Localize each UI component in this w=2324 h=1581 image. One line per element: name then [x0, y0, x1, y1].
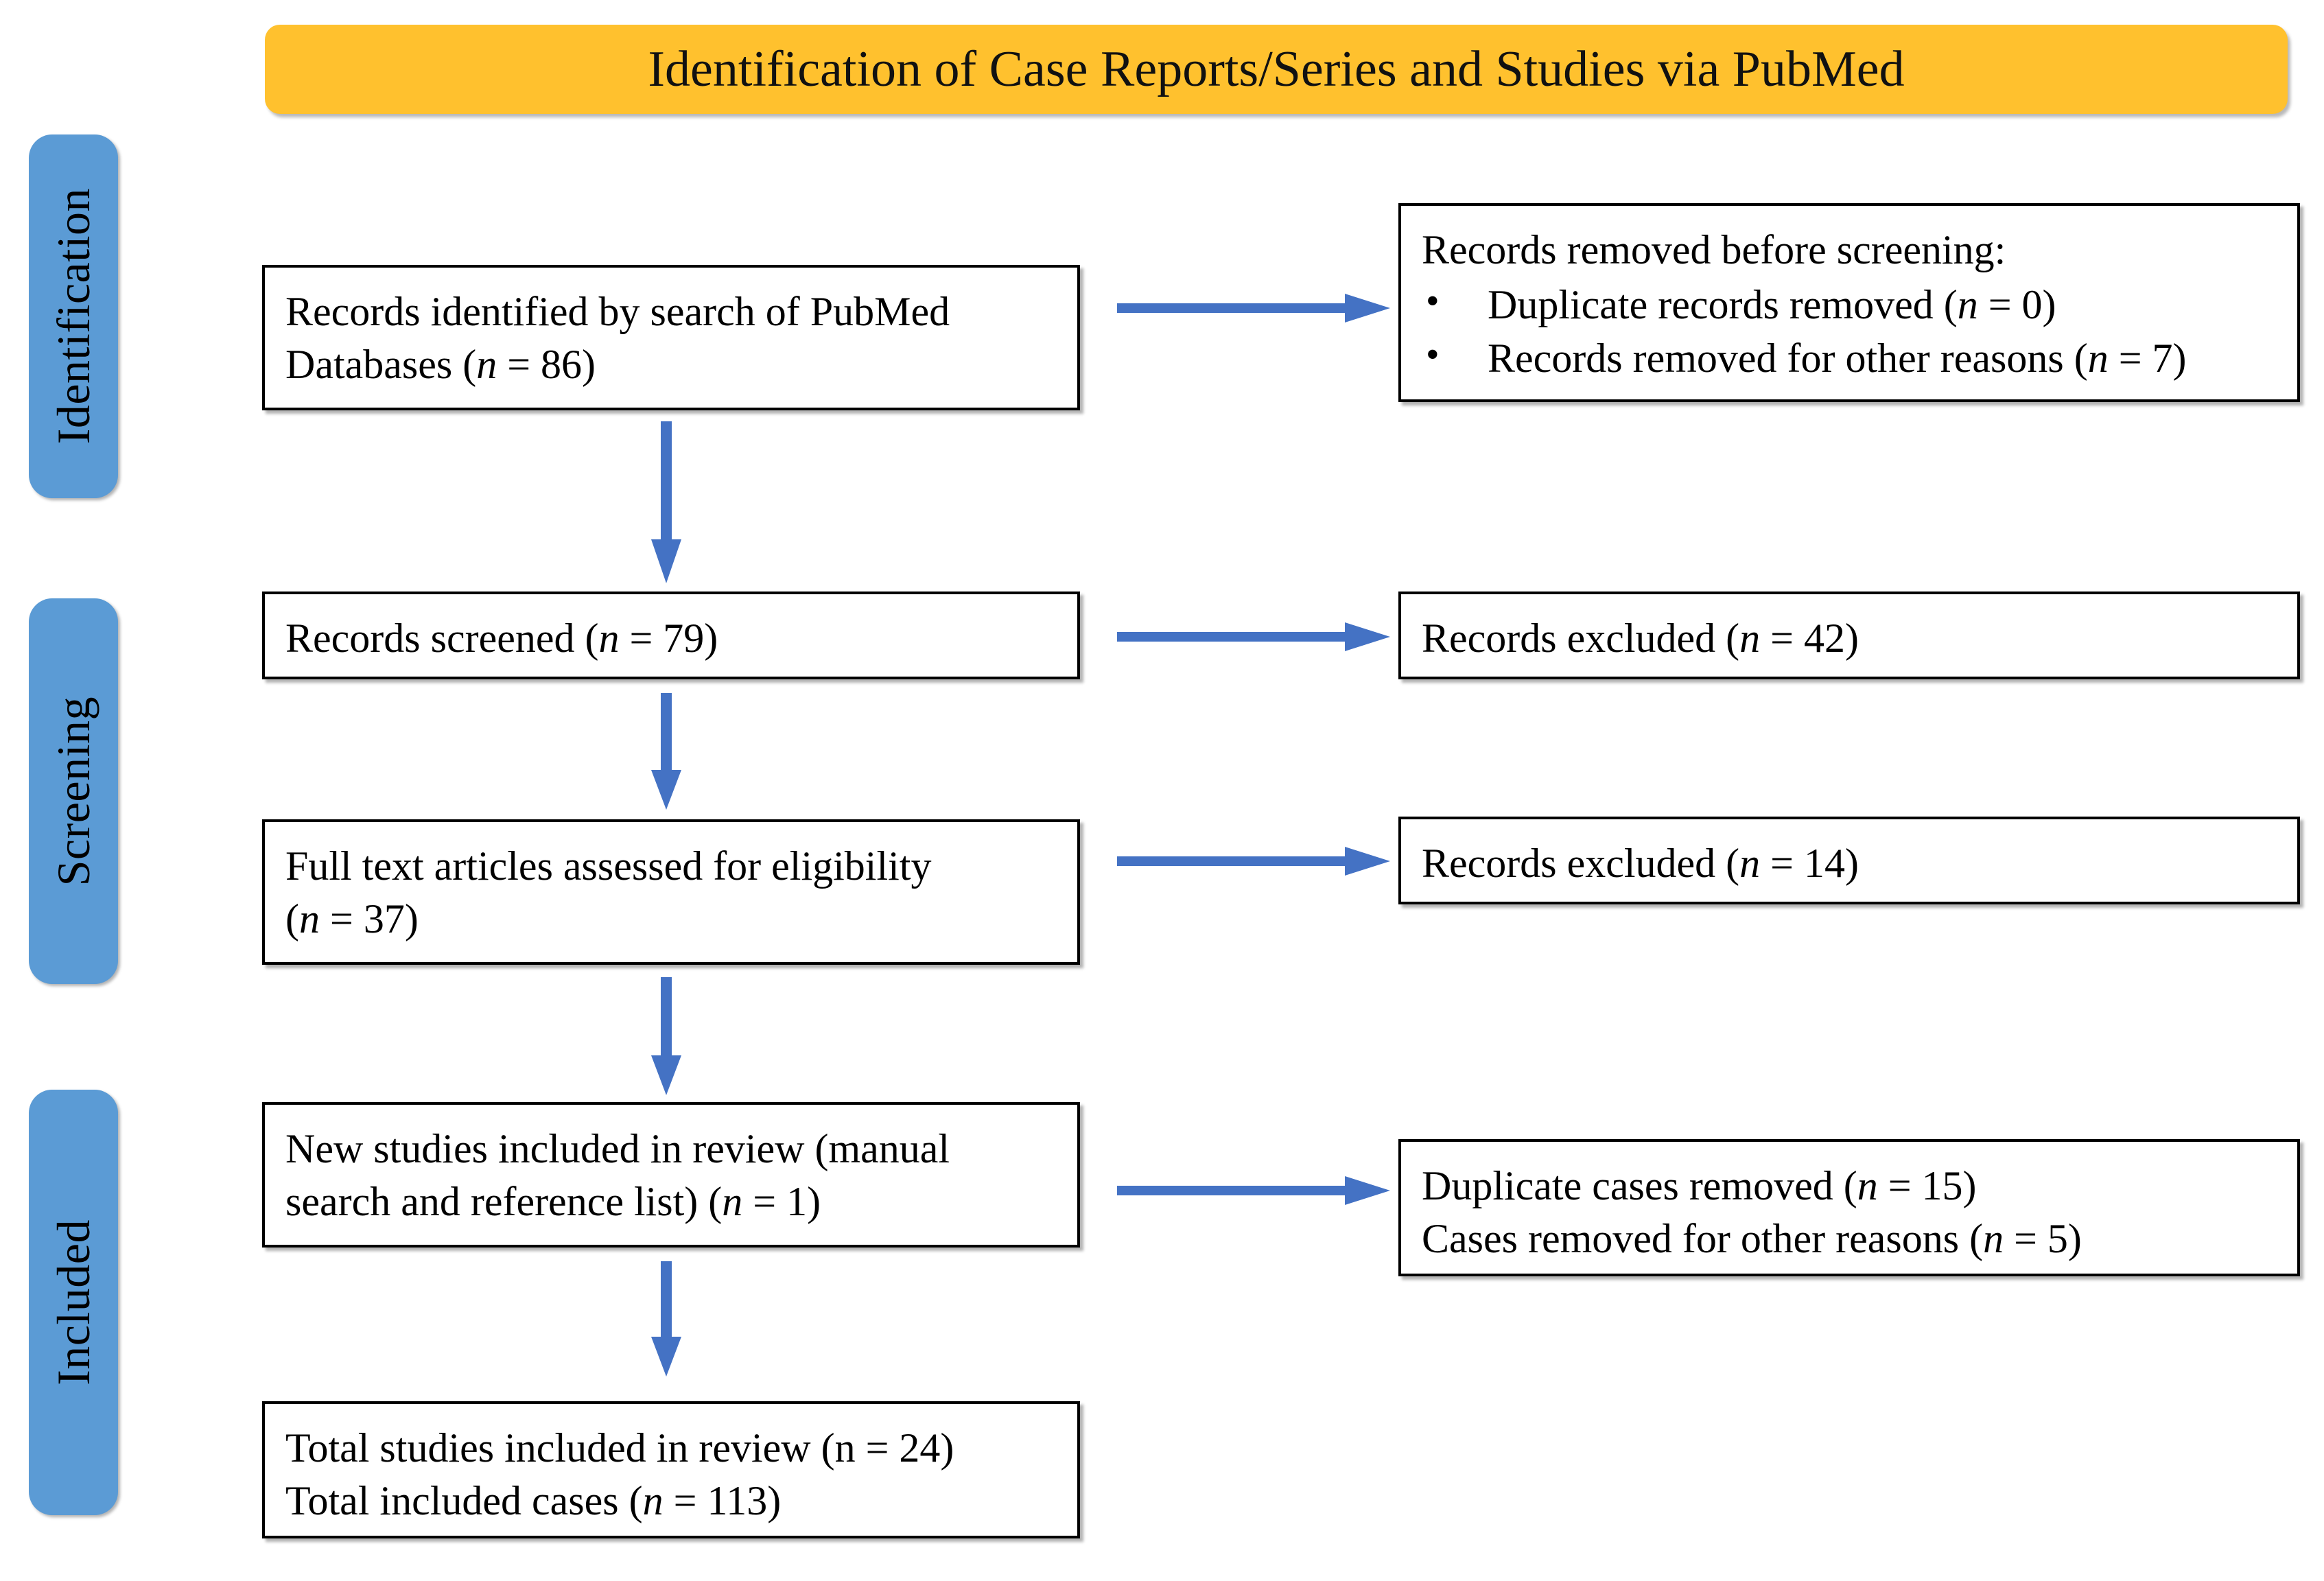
stage-label-identification: Identification — [47, 188, 99, 445]
box-records-identified-line2: Databases (n = 86) — [285, 341, 596, 387]
box-fulltext-assessed-line1: Full text articles assessed for eligibil… — [285, 843, 932, 889]
box-total-included-line1: Total studies included in review (n = 24… — [285, 1425, 954, 1471]
box-records-screened: Records screened (n = 79) — [262, 592, 1080, 679]
box-fulltext-assessed-line2: (n = 37) — [285, 895, 419, 941]
box-cases-removed-line1: Duplicate cases removed (n = 15) — [1422, 1163, 1977, 1208]
records-removed-bullet-duplicate: Duplicate records removed (n = 0) — [1422, 277, 2277, 331]
box-new-studies-included: New studies included in review (manual s… — [262, 1102, 1080, 1248]
box-new-studies-line2: search and reference list) (n = 1) — [285, 1178, 821, 1224]
box-total-included: Total studies included in review (n = 24… — [262, 1401, 1080, 1538]
stage-label-included: Included — [47, 1219, 99, 1385]
stage-pill-screening: Screening — [29, 598, 118, 984]
arrow-fulltext-to-newstudies — [649, 977, 683, 1095]
diagram-banner: Identification of Case Reports/Series an… — [265, 25, 2288, 114]
box-fulltext-assessed: Full text articles assessed for eligibil… — [262, 819, 1080, 965]
stage-pill-identification: Identification — [29, 134, 118, 498]
box-records-removed-before-screening: Records removed before screening: Duplic… — [1398, 203, 2300, 402]
arrow-identified-to-screened — [649, 421, 683, 583]
box-cases-removed-line2: Cases removed for other reasons (n = 5) — [1422, 1215, 2082, 1261]
box-new-studies-line1: New studies included in review (manual — [285, 1126, 950, 1171]
arrow-identified-to-removed — [1117, 291, 1390, 325]
box-records-identified: Records identified by search of PubMed D… — [262, 265, 1080, 410]
arrow-newstudies-to-casesremoved — [1117, 1173, 1390, 1208]
box-cases-removed: Duplicate cases removed (n = 15) Cases r… — [1398, 1139, 2300, 1276]
box-records-excluded-screening-line1: Records excluded (n = 42) — [1422, 616, 1859, 661]
box-records-excluded-eligibility-line1: Records excluded (n = 14) — [1422, 841, 1859, 886]
arrow-screened-to-excluded — [1117, 620, 1390, 654]
box-records-excluded-screening: Records excluded (n = 42) — [1398, 592, 2300, 679]
stage-pill-included: Included — [29, 1090, 118, 1515]
box-records-removed-heading: Records removed before screening: — [1422, 227, 2006, 272]
records-removed-bullet-list: Duplicate records removed (n = 0) Record… — [1422, 277, 2277, 385]
records-removed-bullet-other: Records removed for other reasons (n = 7… — [1422, 330, 2277, 385]
arrow-screened-to-fulltext — [649, 693, 683, 810]
arrow-newstudies-to-total — [649, 1261, 683, 1377]
banner-title: Identification of Case Reports/Series an… — [648, 41, 1905, 97]
box-records-excluded-eligibility: Records excluded (n = 14) — [1398, 817, 2300, 904]
arrow-fulltext-to-excluded — [1117, 844, 1390, 878]
stage-label-screening: Screening — [47, 696, 99, 887]
box-records-screened-line1: Records screened (n = 79) — [285, 616, 718, 661]
box-total-included-line2: Total included cases (n = 113) — [285, 1477, 782, 1523]
box-records-identified-line1: Records identified by search of PubMed — [285, 289, 950, 334]
